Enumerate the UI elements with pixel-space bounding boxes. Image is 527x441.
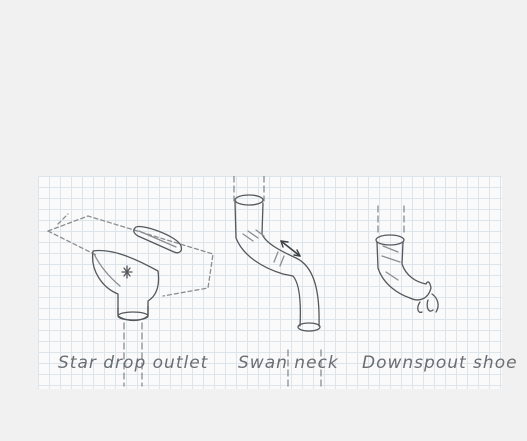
caption-star-drop-outlet: Star drop outlet	[58, 353, 208, 373]
downspout-shoe-drawing	[376, 206, 438, 312]
caption-swan-neck: Swan neck	[238, 353, 339, 373]
caption-downspout-shoe: Downspout shoe	[362, 353, 518, 373]
